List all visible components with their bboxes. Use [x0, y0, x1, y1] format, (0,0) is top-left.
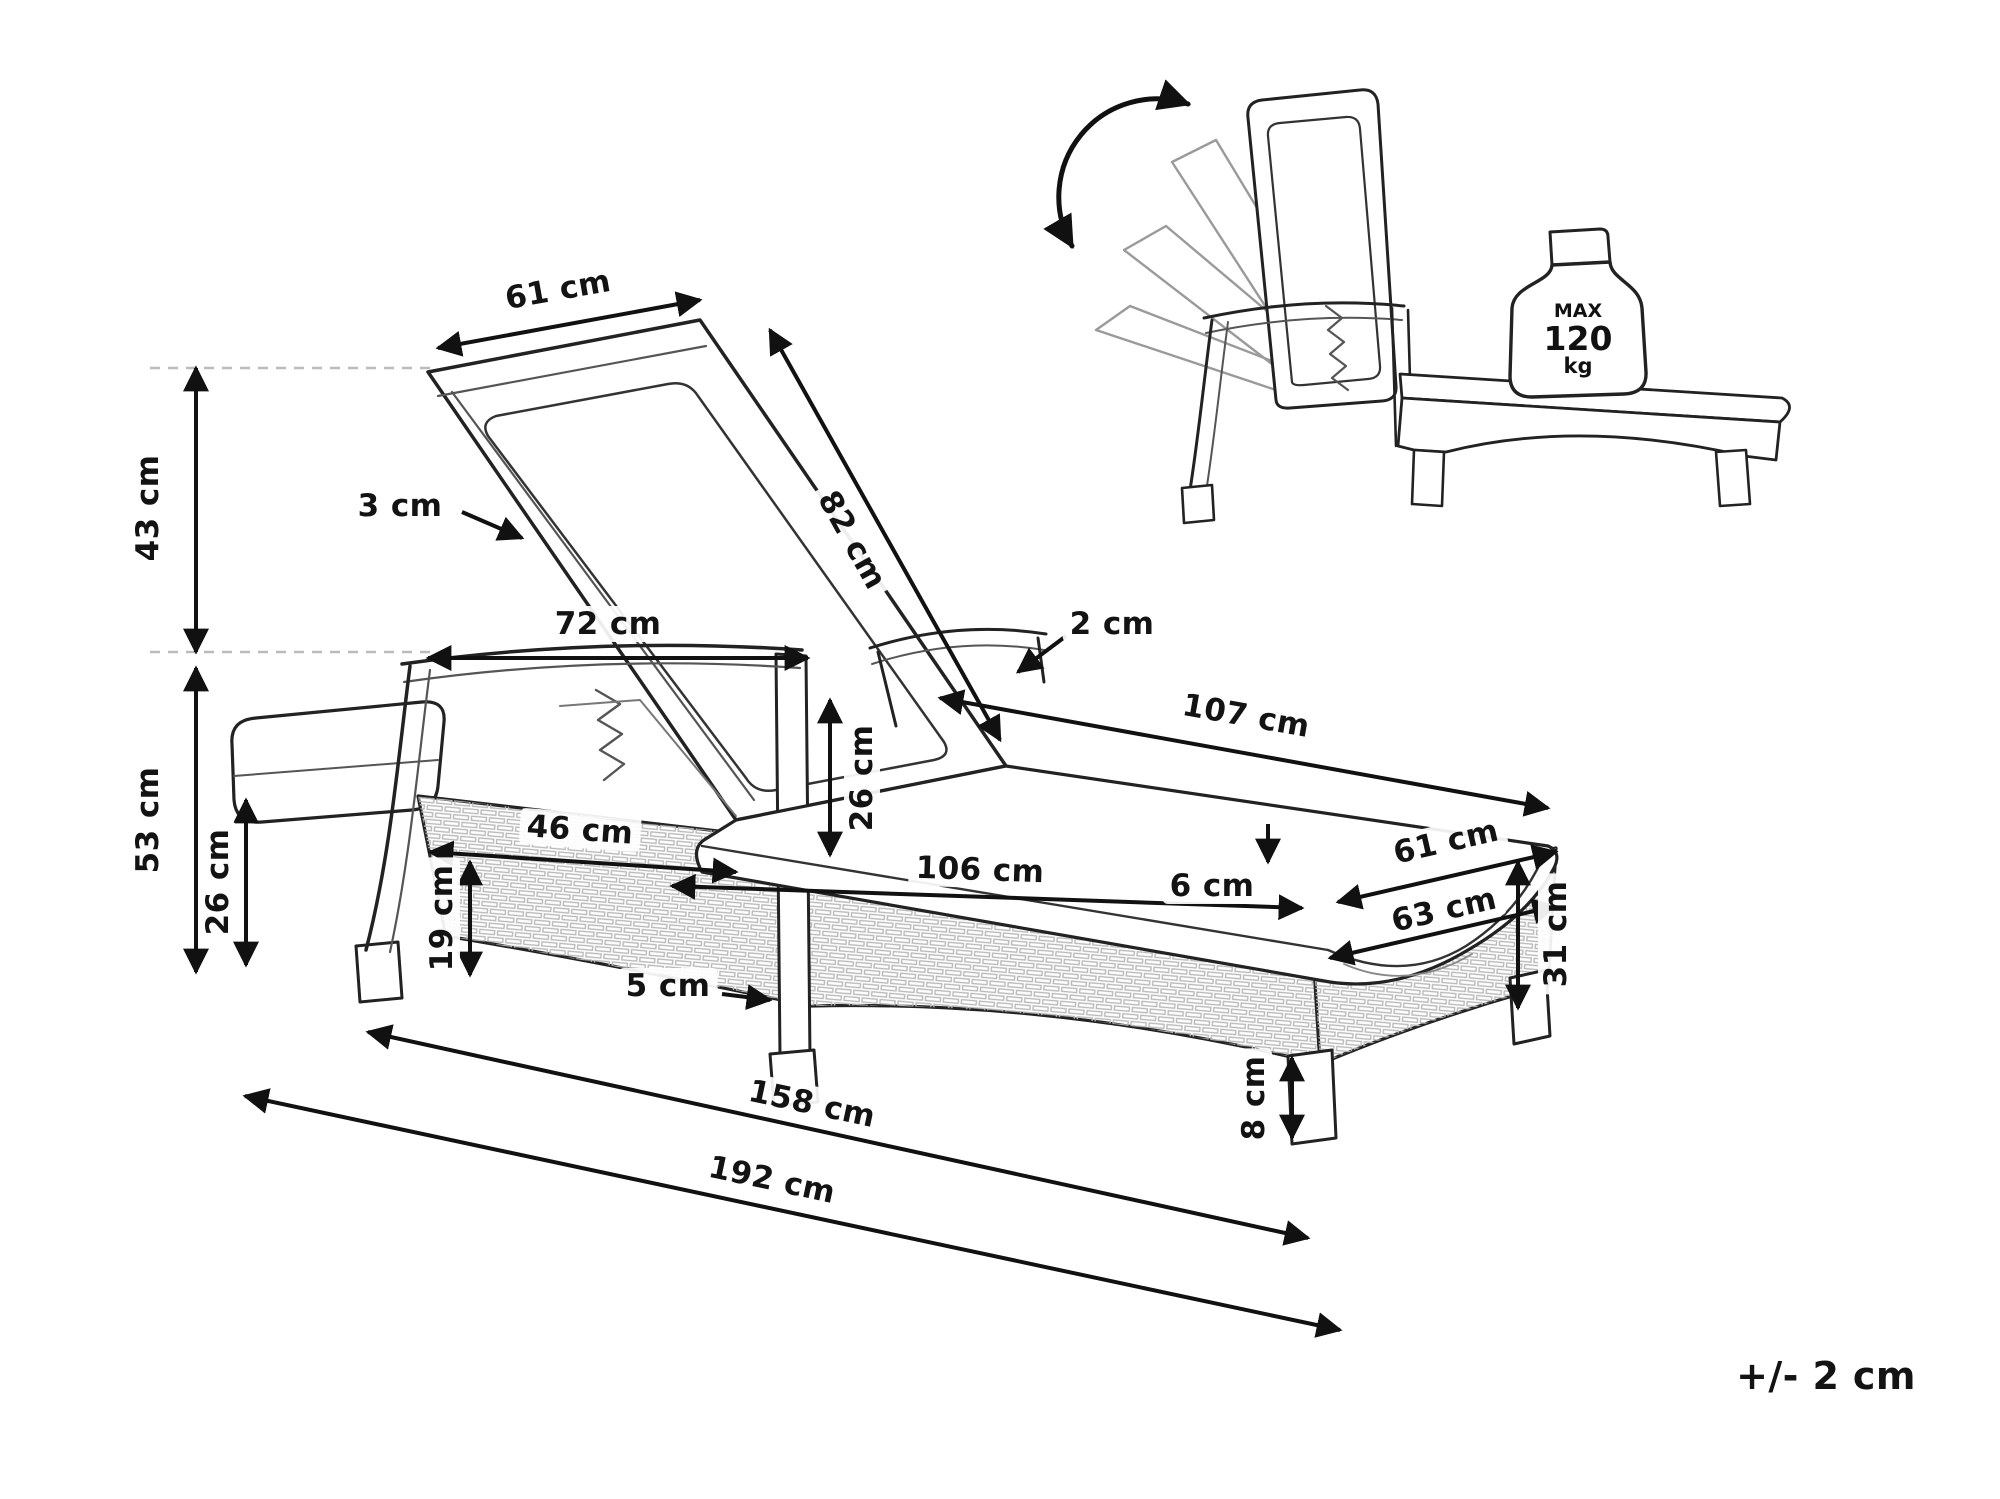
dim-seat-frame-height: 26 cm: [844, 717, 880, 839]
dim-base-length: 106 cm: [908, 849, 1052, 891]
dim-leg-width: 5 cm: [618, 968, 718, 1004]
dim-base-end-height: 31 cm: [1538, 873, 1574, 995]
ratchet-mechanism-icon: [594, 688, 626, 782]
inset-ratchet-icon: [1324, 304, 1350, 392]
dimension-arrows: [183, 291, 1559, 1338]
weight-limit-max: MAX: [1553, 300, 1603, 323]
guide-lines: [150, 366, 436, 654]
inset-seat-base: [1396, 372, 1791, 508]
head-cushion: [230, 700, 446, 824]
inset-backrest: [1246, 88, 1398, 410]
recline-inset-drawing: [1043, 79, 1791, 525]
tolerance-note: +/- 2 cm: [1736, 1354, 1916, 1398]
main-lounger-drawing: [230, 318, 1559, 1146]
dim-ground-clearance: 19 cm: [424, 857, 460, 979]
recline-arrow-icon: [1043, 79, 1192, 249]
dim-armrest-length: 72 cm: [547, 606, 669, 642]
weight-limit-label: MAX 120 kg: [1543, 300, 1613, 379]
dim-cushion-thickness: 6 cm: [1162, 868, 1262, 904]
dim-backrest-rise: 43 cm: [130, 447, 166, 569]
dim-total-height: 53 cm: [130, 759, 166, 881]
dim-head-base-height: 26 cm: [200, 821, 236, 943]
weight-limit-value: 120: [1543, 318, 1613, 358]
inset-armrest: [1180, 301, 1414, 525]
dim-armrest-tube: 2 cm: [1062, 606, 1162, 642]
dim-frame-tube: 3 cm: [350, 488, 450, 524]
weight-limit-unit: kg: [1563, 354, 1593, 379]
backrest: [426, 318, 1008, 822]
weight-limit-icon: [1508, 227, 1648, 399]
dim-foot-height: 8 cm: [1236, 1048, 1272, 1148]
